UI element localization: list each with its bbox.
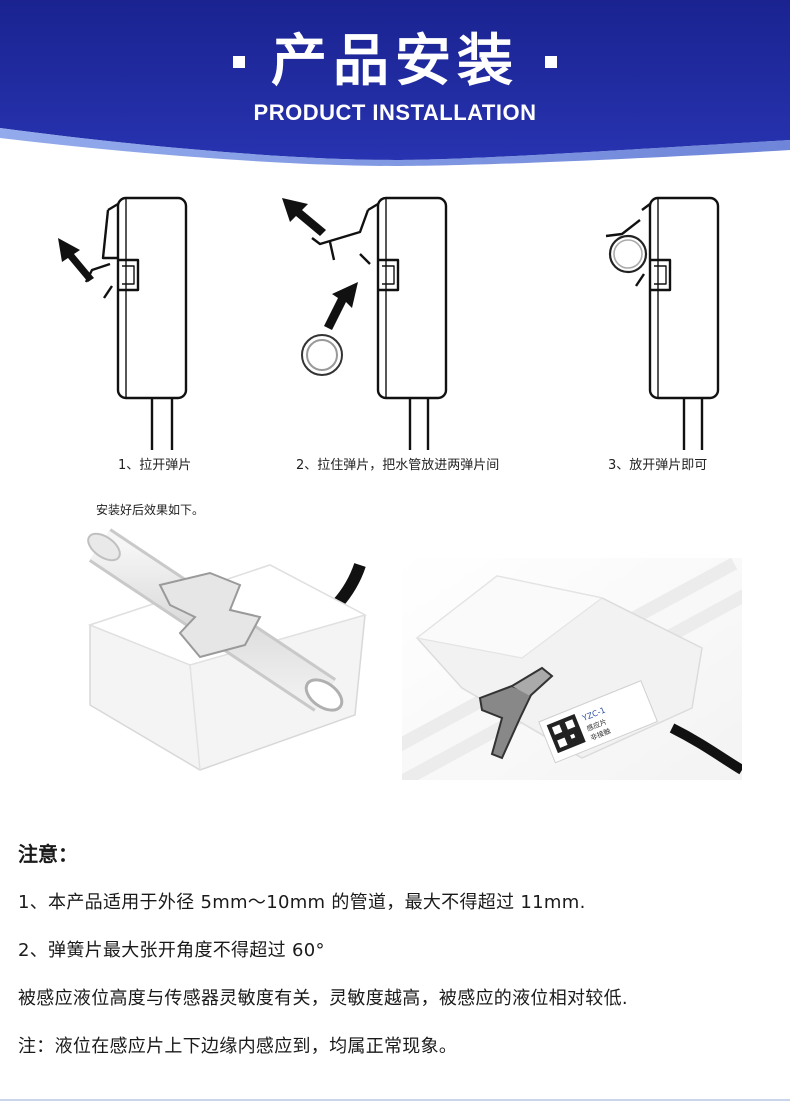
step-2-caption: 2、拉住弹片，把水管放进两弹片间 (296, 458, 500, 473)
after-install-note: 安装好后效果如下。 (96, 503, 205, 517)
page-subtitle: PRODUCT INSTALLATION (253, 100, 537, 125)
installed-photo-left (87, 528, 368, 771)
title-bullet-right (545, 56, 557, 68)
step-3-caption: 3、放开弹片即可 (608, 458, 708, 473)
page-title: 产品安装 (271, 29, 519, 94)
step-1-figure (58, 196, 188, 450)
note-line-1: 1、本产品适用于外径 5mm～10mm 的管道，最大不得超过 11mm. (18, 892, 586, 913)
arrow-icon (58, 238, 94, 282)
step-2-figure (282, 196, 448, 450)
header-banner: 产品安装 PRODUCT INSTALLATION (0, 0, 790, 175)
title-bullet-left (233, 56, 245, 68)
note-line-4: 注：液位在感应片上下边缘内感应到，均属正常现象。 (18, 1036, 458, 1057)
arrow-icon (324, 282, 358, 330)
pipe-icon (608, 234, 648, 274)
notes-heading: 注意： (18, 842, 78, 866)
note-line-3: 被感应液位高度与传感器灵敏度有关，灵敏度越高，被感应的液位相对较低. (18, 988, 628, 1009)
step-1-caption: 1、拉开弹片 (118, 458, 192, 473)
step-3-figure (605, 196, 720, 450)
arrow-icon (282, 198, 326, 236)
banner-background (0, 0, 790, 166)
title-row: 产品安装 (0, 22, 790, 102)
qr-code-icon (546, 714, 586, 754)
bottom-divider (0, 1099, 790, 1101)
installed-photo-right: YZC-1 感应片 非接触 (402, 558, 742, 780)
note-line-2: 2、弹簧片最大张开角度不得超过 60° (18, 940, 325, 961)
